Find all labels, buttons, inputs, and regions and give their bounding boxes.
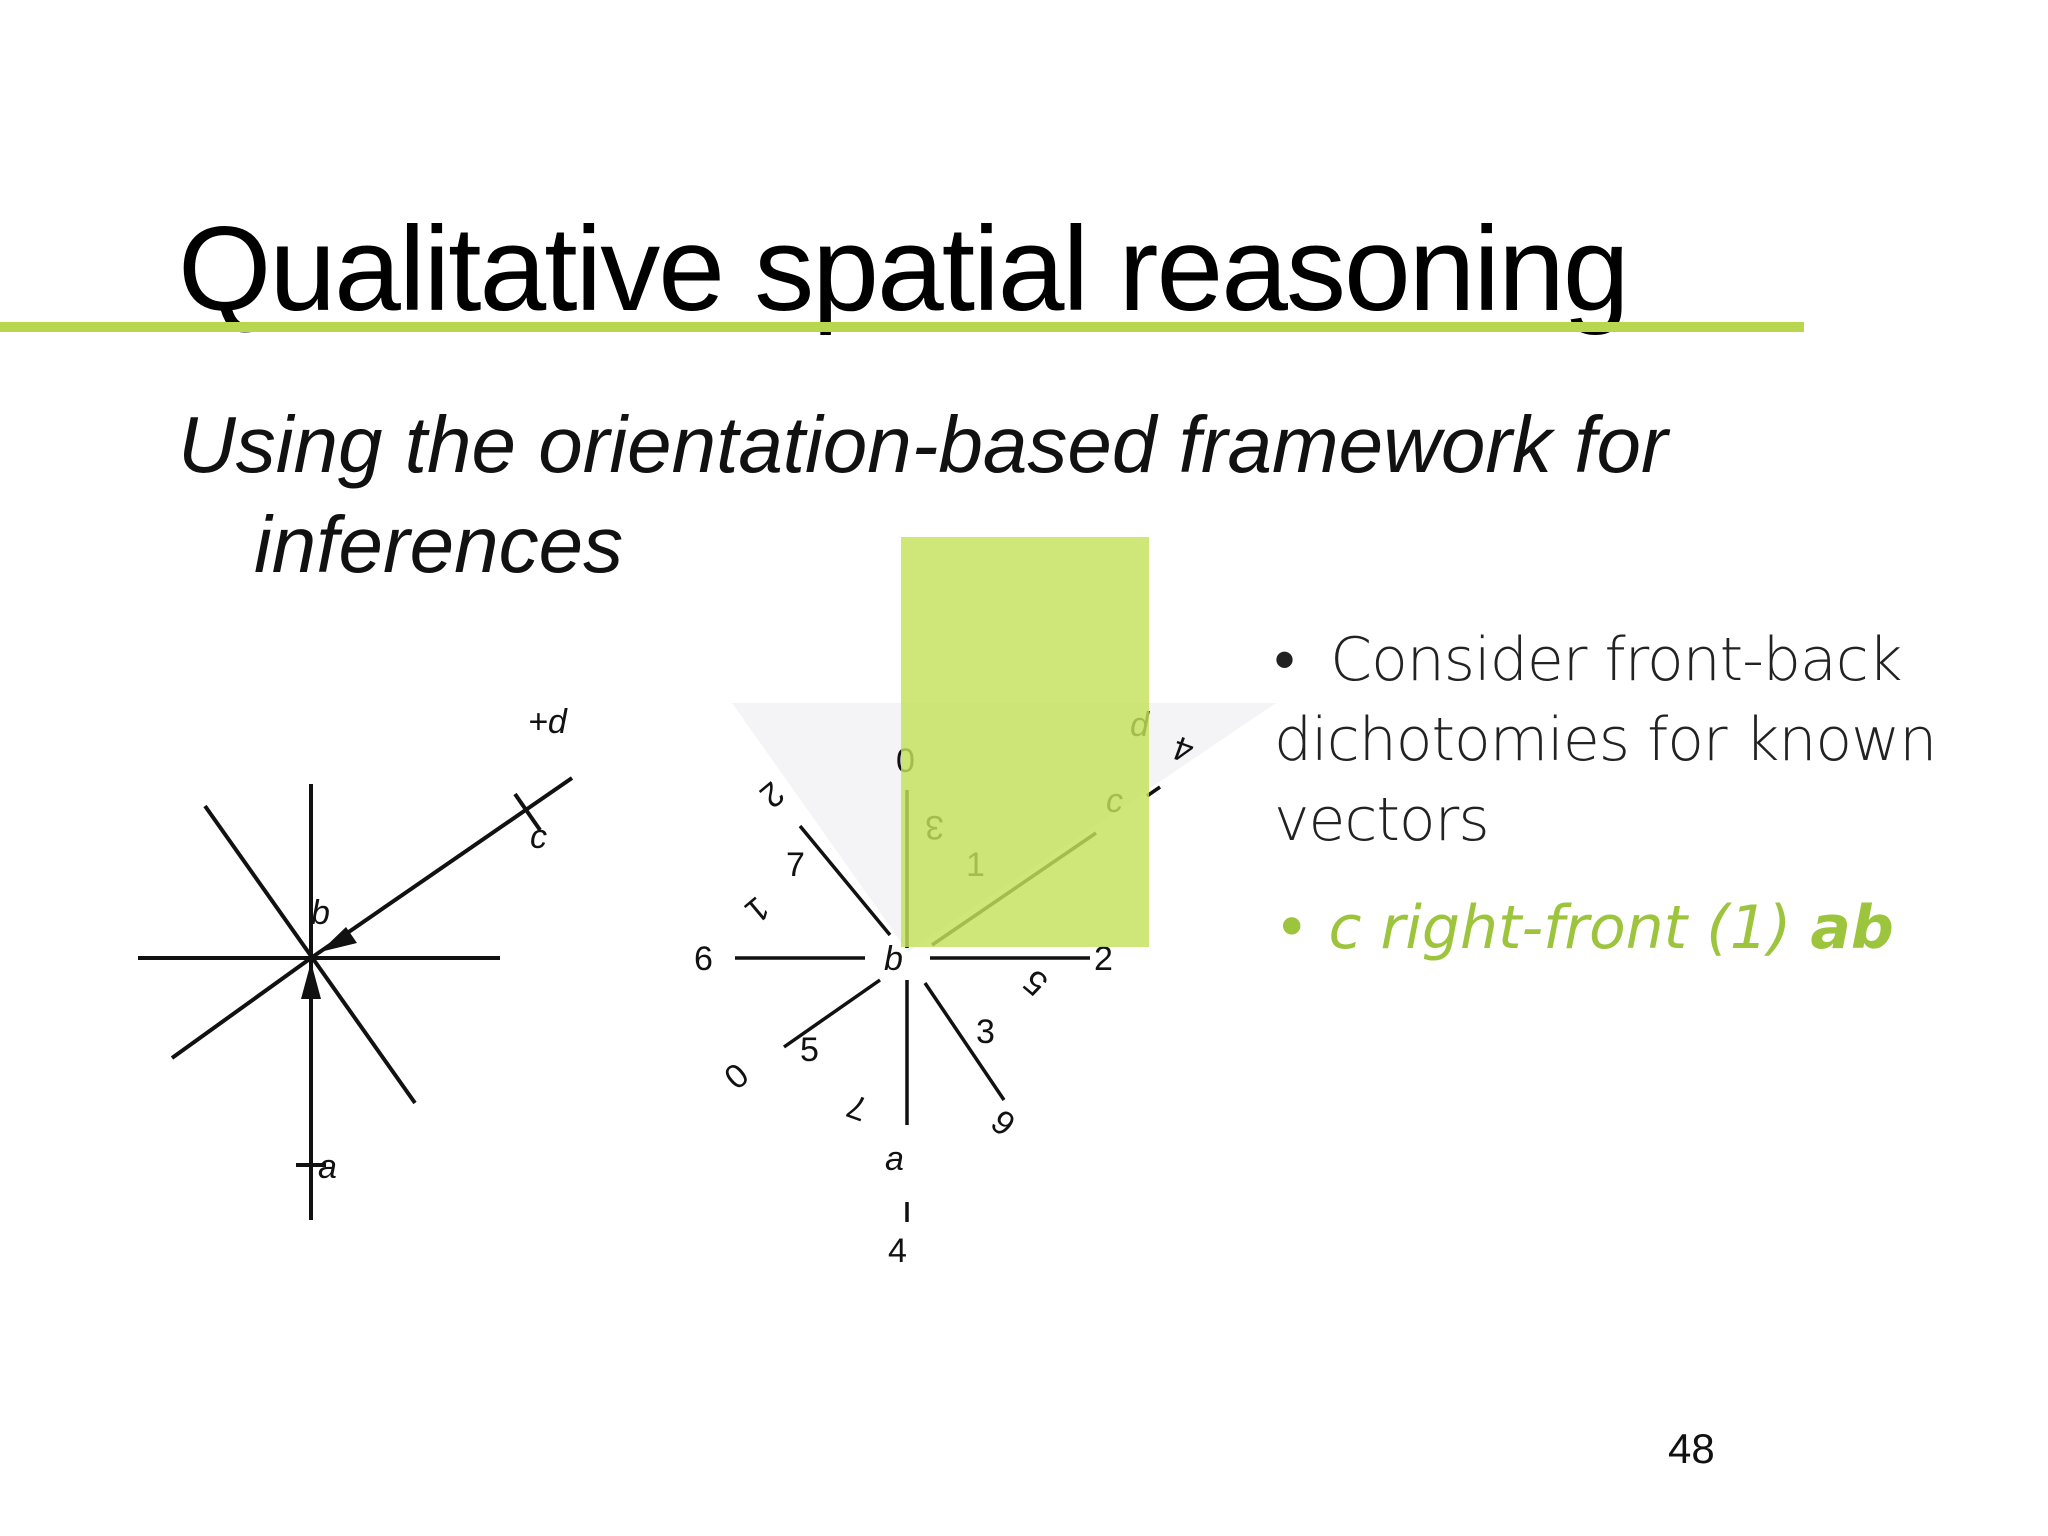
- left-diagram: [138, 776, 574, 1220]
- highlight-region: [901, 537, 1149, 947]
- right-diagonal-upper-left: [798, 824, 892, 937]
- bullet-highlight: • c right-front (1) ab: [1274, 888, 1974, 968]
- right-label-2-right: 2: [1094, 940, 1113, 978]
- bullet-consider: • Consider front-back dichotomies for kn…: [1274, 620, 1974, 860]
- left-diagonal-line-2: [170, 956, 313, 1060]
- right-label-4-bottom: 4: [888, 1232, 907, 1270]
- right-label-7: 7: [786, 846, 805, 884]
- right-dash-upper-right: [1146, 785, 1161, 798]
- right-diagonal-lower-left: [782, 978, 882, 1049]
- bullet-list: • Consider front-back dichotomies for kn…: [1274, 620, 1974, 968]
- right-label-rotated-1: 1: [737, 889, 776, 930]
- left-label-c: c: [530, 818, 547, 856]
- bullet-marker-highlight: •: [1274, 893, 1310, 963]
- subtitle-line-1: Using the orientation-based framework fo…: [178, 400, 1668, 489]
- left-label-d: +d: [528, 703, 568, 741]
- right-label-rotated-2: 2: [752, 774, 791, 815]
- left-tick-c: [513, 792, 542, 832]
- page-number: 48: [1668, 1425, 1715, 1472]
- left-label-a: a: [318, 1148, 337, 1186]
- bullet-marker: •: [1274, 625, 1295, 695]
- right-label-rotated-6: 6: [984, 1102, 1023, 1143]
- bullet-highlight-strong: ab: [1810, 893, 1894, 963]
- right-label-5: 5: [800, 1031, 819, 1069]
- slide-subtitle: Using the orientation-based framework fo…: [178, 395, 1678, 595]
- left-label-b: b: [311, 894, 330, 932]
- right-label-6-left: 6: [694, 940, 713, 978]
- right-diagonal-lower-right: [923, 982, 1006, 1101]
- left-diagonal-line-1: [203, 804, 417, 1105]
- title-underline: [0, 322, 1804, 332]
- left-arrowhead-b: [320, 927, 357, 952]
- left-arrowhead-a: [301, 962, 321, 999]
- right-label-a: a: [885, 1140, 904, 1178]
- right-label-rotated-0: 0: [716, 1055, 755, 1096]
- right-label-rotated-7: 7: [842, 1086, 873, 1128]
- right-label-3: 3: [976, 1013, 995, 1051]
- left-vector-cb: [309, 776, 574, 960]
- bullet-consider-text: Consider front-back dichotomies for know…: [1274, 625, 1937, 855]
- right-label-b: b: [884, 940, 903, 978]
- bullet-highlight-text: c right-front (1): [1328, 893, 1792, 963]
- right-label-rotated-5: 5: [1016, 962, 1055, 1003]
- subtitle-line-2: inferences: [254, 500, 624, 589]
- slide-title: Qualitative spatial reasoning: [178, 202, 1630, 336]
